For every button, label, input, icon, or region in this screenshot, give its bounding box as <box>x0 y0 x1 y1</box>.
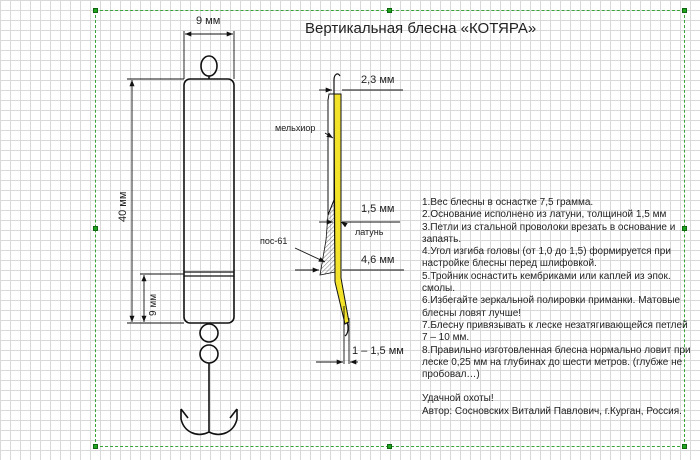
resize-handle-top-middle[interactable] <box>387 8 392 13</box>
note-8: 8.Правильно изготовленная блесна нормаль… <box>422 344 691 381</box>
treble-hook <box>180 363 238 436</box>
author-credit: Автор: Сосновских Виталий Павлович, г.Ку… <box>422 405 682 417</box>
dim-bend-label: 1 – 1,5 мм <box>352 345 404 357</box>
dim-width-label: 9 мм <box>196 15 220 27</box>
note-4: 4.Угол изгиба головы (от 1,0 до 1,5) фор… <box>422 246 671 270</box>
drawing-title: Вертикальная блесна «КОТЯРА» <box>305 20 537 37</box>
note-6: 6.Избегайте зеркальной полировки приманк… <box>422 295 681 319</box>
resize-handle-bottom-middle[interactable] <box>387 444 392 449</box>
front-dimensions <box>127 31 235 324</box>
dim-length-label: 40 мм <box>117 192 129 222</box>
dim-thickness-2-3-label: 2,3 мм <box>361 74 394 86</box>
side-dimensions <box>294 87 404 365</box>
dim-tail-label: 9 мм <box>148 294 159 316</box>
split-ring <box>199 344 219 364</box>
resize-handle-middle-right[interactable] <box>682 226 687 231</box>
material-solder-label: пос-61 <box>260 236 287 246</box>
resize-handle-bottom-right[interactable] <box>682 444 687 449</box>
bottom-wire-loop <box>344 321 349 337</box>
resize-handle-top-left[interactable] <box>93 8 98 13</box>
bottom-eyelet <box>199 323 219 343</box>
note-1: 1.Вес блесны в оснастке 7,5 грамма. <box>422 197 594 208</box>
closing-greeting: Удачной охоты! <box>422 393 494 405</box>
melchior-layer <box>327 93 335 216</box>
front-view <box>180 55 238 436</box>
material-brass-label: латунь <box>355 227 384 237</box>
note-3: 3.Петли из стальной проволоки врезать в … <box>422 221 676 245</box>
note-2: 2.Основание исполнено из латуни, толщино… <box>422 209 667 221</box>
solder-fillet <box>319 199 336 276</box>
top-eyelet <box>200 55 218 77</box>
note-7: 7.Блесну привязывать к леске незатягиваю… <box>422 319 688 344</box>
resize-handle-top-right[interactable] <box>682 8 687 13</box>
resize-handle-bottom-left[interactable] <box>93 444 98 449</box>
lure-body <box>183 78 235 324</box>
dim-thickness-4-6-label: 4,6 мм <box>361 254 394 266</box>
note-5: 5.Тройник оснастить кембриками или капле… <box>422 270 671 295</box>
notes-block: 1.Вес блесны в оснастке 7,5 грамма. 2.Ос… <box>422 197 692 418</box>
brass-plate <box>333 93 350 325</box>
dim-thickness-1-5-label: 1,5 мм <box>361 203 394 215</box>
top-wire-loop <box>333 73 341 94</box>
resize-handle-middle-left[interactable] <box>93 226 98 231</box>
side-view <box>319 73 350 337</box>
material-melchior-label: мельхиор <box>275 123 315 133</box>
